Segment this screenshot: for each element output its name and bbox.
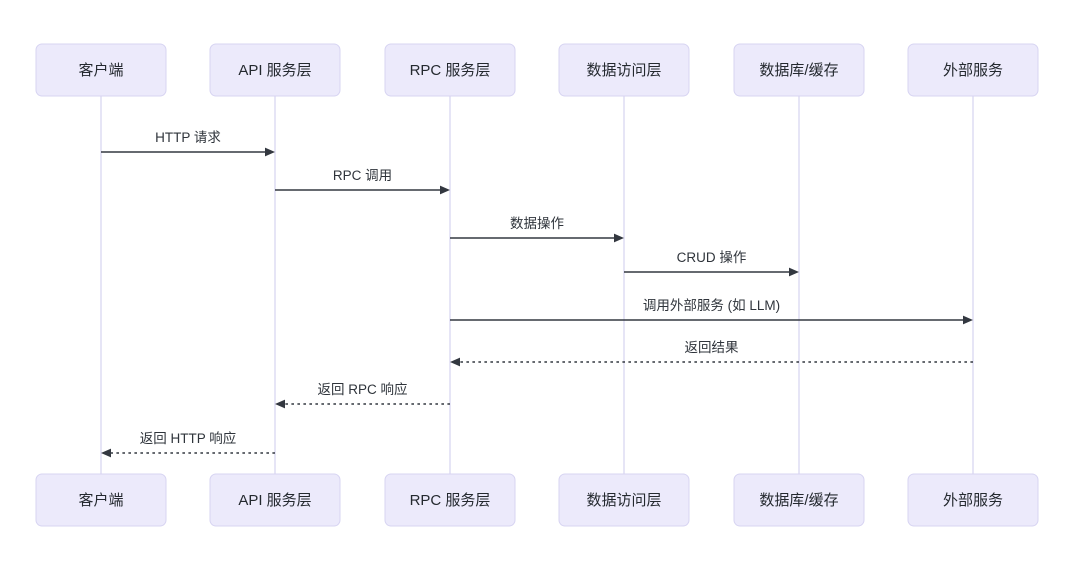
participant-box	[733, 43, 865, 97]
participant-box	[558, 43, 690, 97]
message-label: CRUD 操作	[677, 250, 747, 265]
participant-box	[209, 43, 341, 97]
message-label: 返回 RPC 响应	[317, 381, 407, 397]
participant-bottom-client[interactable]: 客户端	[35, 473, 167, 527]
participant-label: API 服务层	[238, 492, 311, 509]
participant-label: 外部服务	[943, 492, 1003, 509]
participant-label: 客户端	[78, 62, 123, 79]
message-arrowhead	[614, 233, 624, 243]
message-3[interactable]: 数据操作	[450, 216, 624, 243]
participant-bottom-db[interactable]: 数据库/缓存	[733, 473, 865, 527]
participant-box	[384, 473, 516, 527]
participant-top-rpc[interactable]: RPC 服务层	[384, 43, 516, 97]
participant-label: API 服务层	[238, 62, 311, 79]
message-arrowhead	[440, 185, 450, 195]
participant-box	[35, 43, 167, 97]
participant-top-api[interactable]: API 服务层	[209, 43, 341, 97]
participant-label: 客户端	[78, 492, 123, 509]
participant-bottom-api[interactable]: API 服务层	[209, 473, 341, 527]
participant-label: 数据访问层	[586, 62, 661, 79]
message-4[interactable]: CRUD 操作	[624, 250, 799, 277]
participant-box	[384, 43, 516, 97]
message-arrowhead	[265, 147, 275, 157]
participant-top-external[interactable]: 外部服务	[907, 43, 1039, 97]
participant-label: 数据访问层	[586, 492, 661, 509]
participant-top-dao[interactable]: 数据访问层	[558, 43, 690, 97]
participant-bottom-external[interactable]: 外部服务	[907, 473, 1039, 527]
participant-box	[209, 473, 341, 527]
participant-box	[907, 473, 1039, 527]
participant-bottom-dao[interactable]: 数据访问层	[558, 473, 690, 527]
participant-box	[733, 473, 865, 527]
participant-label: 数据库/缓存	[759, 492, 838, 509]
message-label: 返回 HTTP 响应	[140, 430, 237, 446]
message-5[interactable]: 调用外部服务 (如 LLM)	[450, 298, 973, 325]
message-7[interactable]: 返回 RPC 响应	[275, 381, 450, 409]
bottom-participants: 客户端 API 服务层 RPC 服务层 数据访问层 数据库/缓存 外部服务	[35, 473, 1039, 527]
message-2[interactable]: RPC 调用	[275, 168, 450, 195]
lifelines-layer	[100, 96, 974, 474]
participant-box	[35, 473, 167, 527]
participant-label: RPC 服务层	[410, 492, 491, 509]
message-label: 数据操作	[510, 216, 564, 231]
message-arrowhead	[450, 357, 460, 367]
message-label: HTTP 请求	[155, 130, 221, 145]
participant-label: RPC 服务层	[410, 62, 491, 79]
top-participants: 客户端 API 服务层 RPC 服务层 数据访问层 数据库/缓存 外部服务	[35, 43, 1039, 97]
participant-box	[907, 43, 1039, 97]
participant-box	[558, 473, 690, 527]
message-label: 调用外部服务 (如 LLM)	[643, 298, 780, 313]
message-6[interactable]: 返回结果	[450, 340, 973, 367]
message-arrowhead	[101, 448, 111, 458]
participant-label: 外部服务	[943, 62, 1003, 79]
message-8[interactable]: 返回 HTTP 响应	[101, 430, 275, 458]
participant-top-client[interactable]: 客户端	[35, 43, 167, 97]
message-1[interactable]: HTTP 请求	[101, 130, 275, 157]
participant-label: 数据库/缓存	[759, 62, 838, 79]
message-label: 返回结果	[685, 340, 739, 355]
message-arrowhead	[963, 315, 973, 325]
participant-bottom-rpc[interactable]: RPC 服务层	[384, 473, 516, 527]
message-arrowhead	[275, 399, 285, 409]
message-arrowhead	[789, 267, 799, 277]
message-label: RPC 调用	[333, 168, 392, 183]
participant-top-db[interactable]: 数据库/缓存	[733, 43, 865, 97]
